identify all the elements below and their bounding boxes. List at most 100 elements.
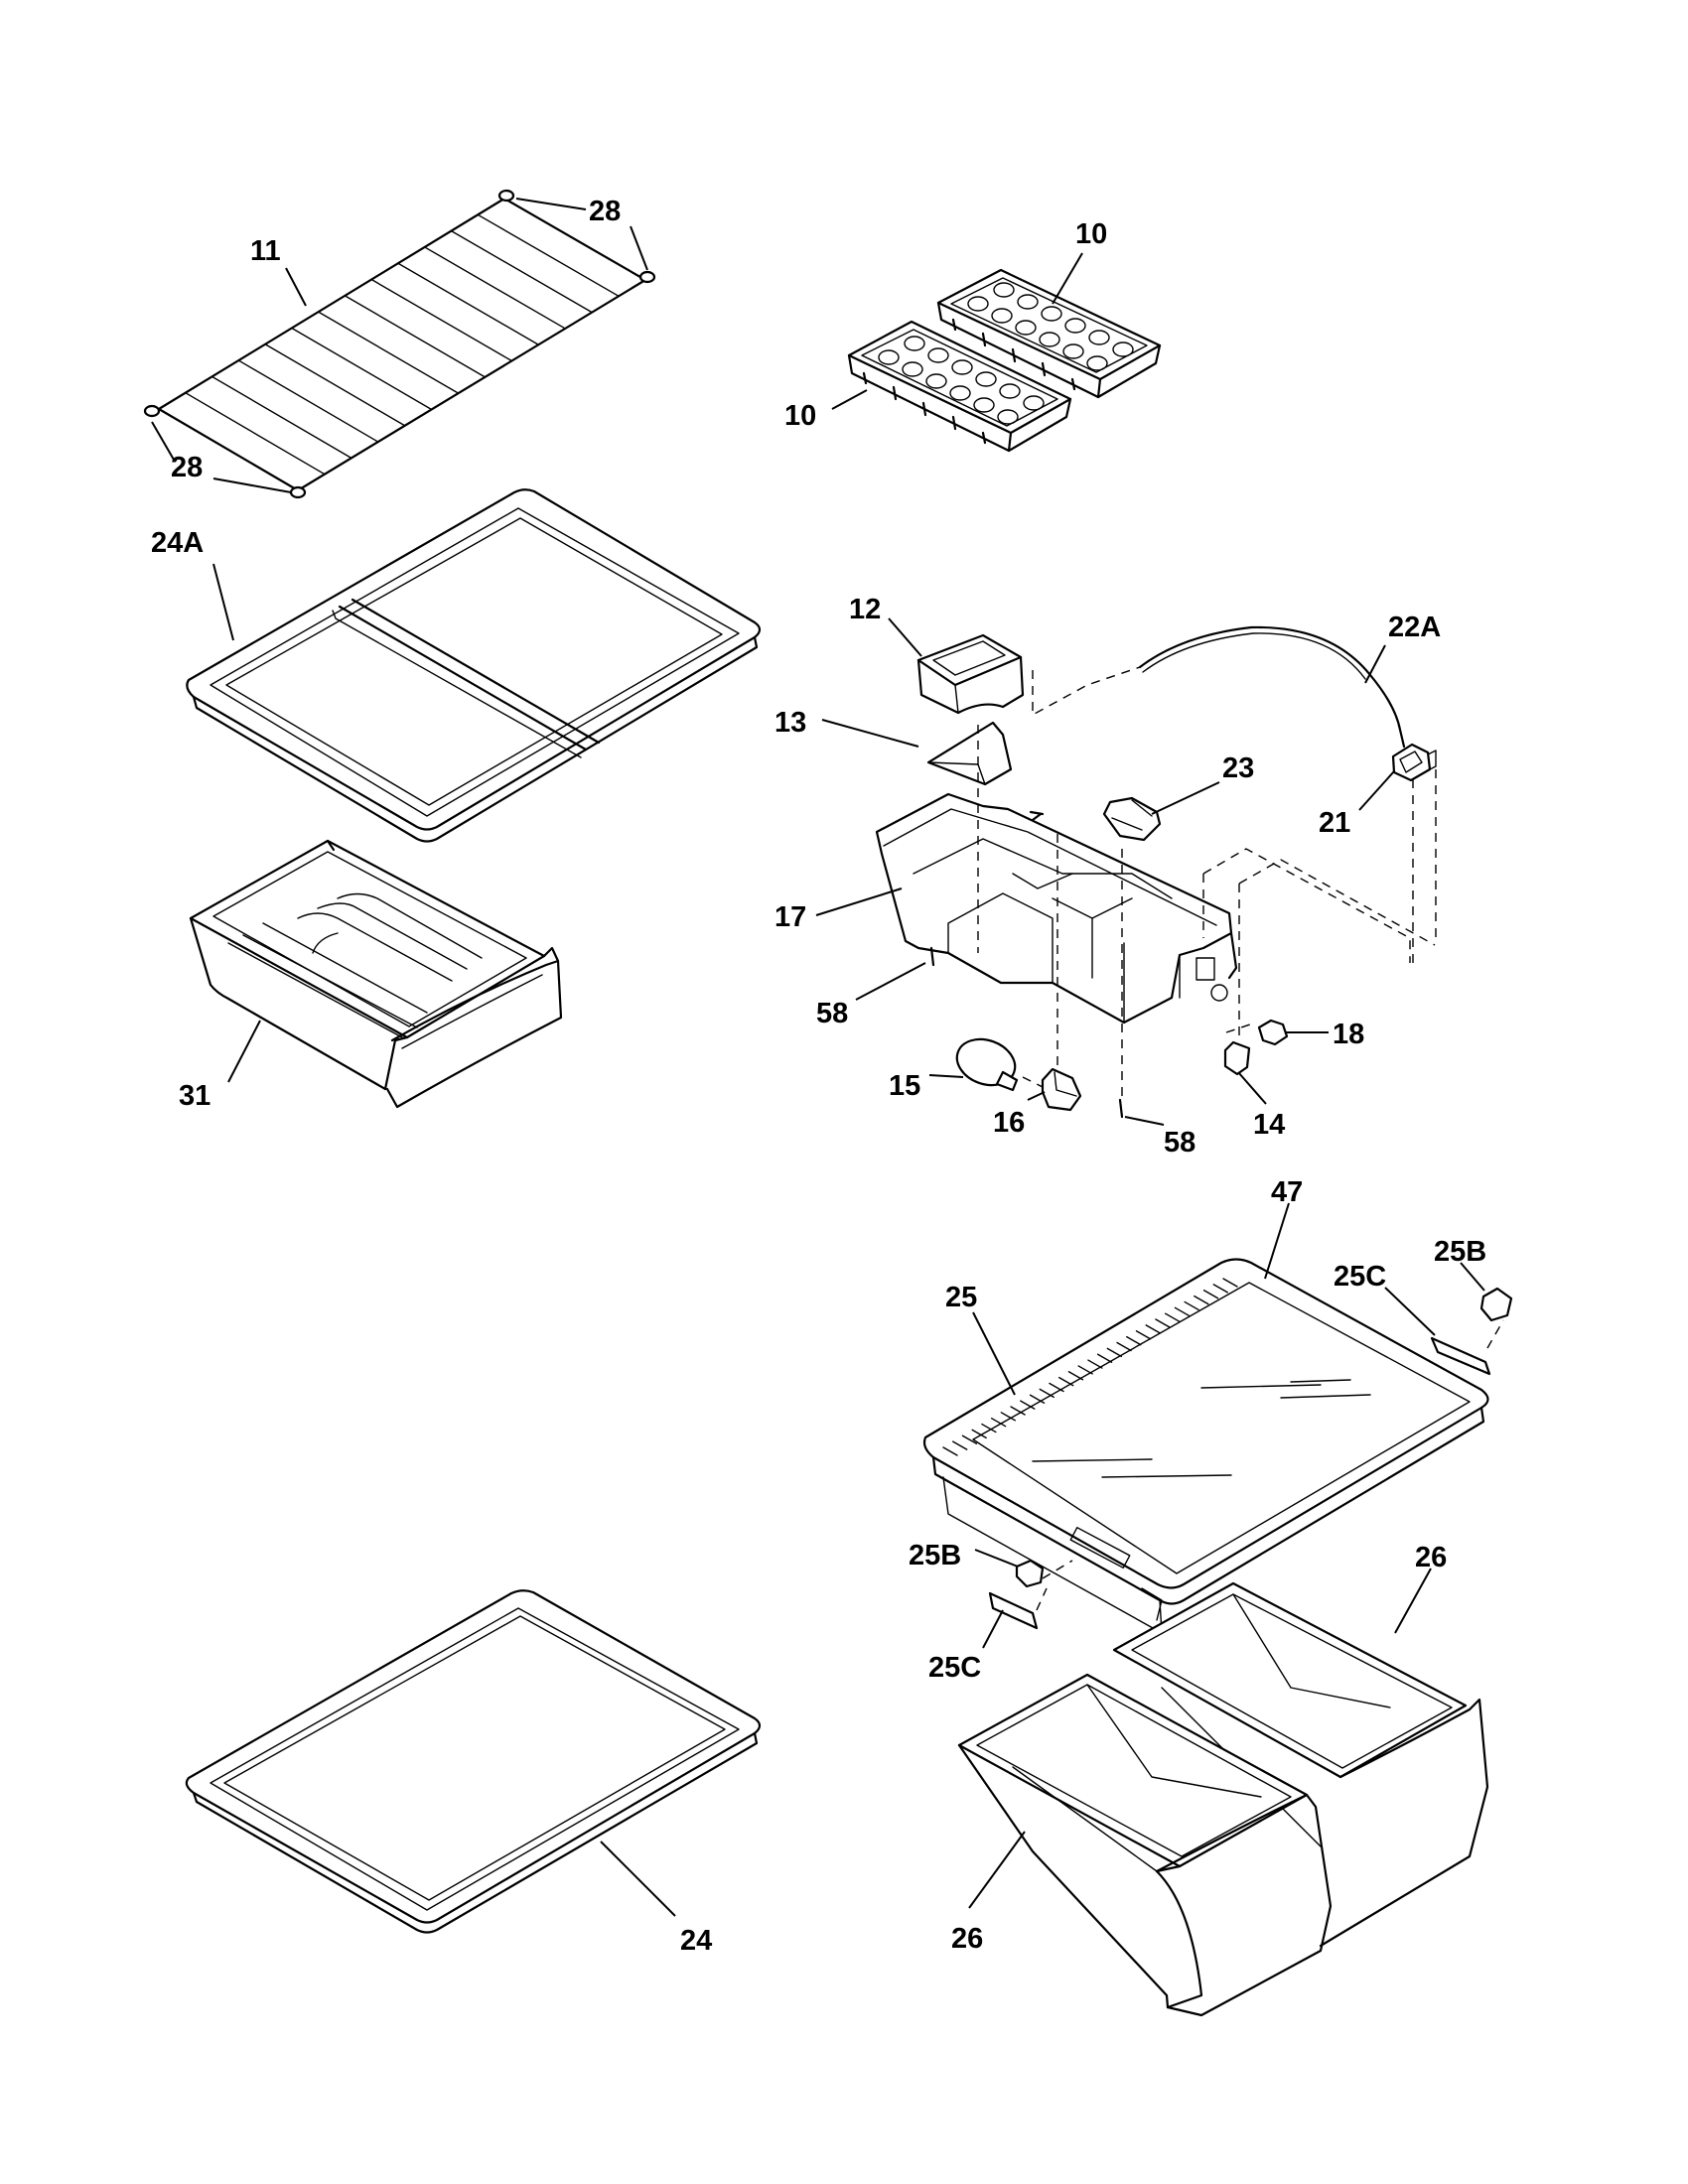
vent-slot xyxy=(1096,1353,1113,1363)
vent-slot xyxy=(1067,1371,1084,1381)
ice-cell xyxy=(1062,343,1084,359)
callout-26-top: 26 xyxy=(1415,1542,1447,1573)
vent-slot xyxy=(1212,1284,1228,1294)
ice-cell xyxy=(1088,330,1110,345)
callout-26-bottom: 26 xyxy=(951,1923,983,1955)
ice-cell xyxy=(1015,320,1037,336)
ice-cell xyxy=(967,296,989,312)
callout-10-top: 10 xyxy=(1075,218,1107,250)
vent-slot xyxy=(1106,1347,1123,1358)
ice-tray-front xyxy=(847,320,1072,453)
callout-24a: 24A xyxy=(151,527,204,559)
vent-slot xyxy=(1222,1278,1238,1288)
callout-47: 47 xyxy=(1271,1176,1303,1208)
callout-25: 25 xyxy=(945,1282,977,1313)
glass-insert-47 xyxy=(972,1282,1471,1574)
ice-cell xyxy=(927,347,949,363)
ice-cell xyxy=(951,359,973,375)
vent-slot xyxy=(990,1417,1007,1428)
vent-slot xyxy=(1010,1406,1026,1416)
ice-cell xyxy=(1017,294,1039,310)
vent-slot xyxy=(1135,1330,1152,1340)
wire-rod xyxy=(370,278,513,362)
thermostat-21 xyxy=(1391,743,1432,782)
vent-slot xyxy=(1184,1300,1199,1311)
ice-cell xyxy=(973,397,995,413)
callout-22a: 22A xyxy=(1388,612,1441,643)
ice-cell xyxy=(997,409,1019,425)
callout-17: 17 xyxy=(774,901,806,933)
ice-cell xyxy=(993,282,1015,298)
vent-slot xyxy=(961,1434,978,1444)
slide-25b xyxy=(1479,1287,1513,1322)
wire-rod xyxy=(423,246,566,330)
callout-23: 23 xyxy=(1222,752,1254,784)
callout-25c-bottom: 25C xyxy=(928,1652,981,1684)
wire-rod xyxy=(450,229,593,314)
wire-rod xyxy=(477,213,620,298)
screw-58 xyxy=(929,946,935,967)
callout-13: 13 xyxy=(774,707,806,739)
vent-slot xyxy=(1126,1335,1142,1346)
wire-rod xyxy=(291,327,433,411)
ice-cell xyxy=(1023,395,1045,411)
vent-slot xyxy=(1194,1295,1209,1305)
vent-slot xyxy=(981,1423,997,1433)
vent-slot xyxy=(1039,1388,1055,1399)
callout-25c-top: 25C xyxy=(1334,1261,1386,1293)
vent-slot xyxy=(1145,1324,1161,1334)
ice-tray-back xyxy=(936,268,1162,399)
vent-slot xyxy=(1116,1341,1132,1352)
vent-slot xyxy=(1077,1365,1093,1375)
bracket-25c xyxy=(988,1591,1039,1630)
wire-rod xyxy=(237,359,379,443)
callout-10-left: 10 xyxy=(784,400,816,432)
vent-slot xyxy=(1020,1400,1036,1410)
wire-rod xyxy=(317,311,460,394)
ice-cell xyxy=(1112,341,1134,357)
vent-slot xyxy=(942,1446,958,1456)
wire-rod xyxy=(185,391,326,476)
light-switch-14 xyxy=(1223,1040,1251,1076)
shelf-end-cap xyxy=(289,485,307,499)
bracket-25c xyxy=(1430,1336,1491,1376)
vent-slot xyxy=(1000,1412,1017,1422)
glass-shelf-24a xyxy=(186,488,762,843)
callout-24: 24 xyxy=(680,1925,712,1957)
vent-slot xyxy=(1174,1306,1191,1317)
callout-16: 16 xyxy=(993,1107,1025,1139)
vent-slot xyxy=(1057,1376,1074,1387)
vent-slot xyxy=(952,1440,968,1450)
ice-cell xyxy=(904,336,925,351)
wire-rod xyxy=(211,375,352,460)
crisper-pan-31 xyxy=(189,839,563,1109)
shelf-end-cap xyxy=(638,270,656,284)
callout-11: 11 xyxy=(250,235,281,267)
ice-cell xyxy=(949,385,971,401)
vent-slot xyxy=(1087,1359,1103,1369)
defrost-timer-23 xyxy=(1102,796,1162,842)
ice-cell xyxy=(1086,355,1108,371)
vent-slot xyxy=(1155,1318,1171,1328)
ice-cell xyxy=(991,308,1013,324)
capillary-tube-22a xyxy=(1138,625,1406,749)
ice-cell xyxy=(975,371,997,387)
glass-shelf-24 xyxy=(185,1589,762,1934)
wire-rod xyxy=(397,262,540,345)
vent-slot xyxy=(1164,1312,1181,1322)
shelf-end-cap xyxy=(497,189,515,203)
callout-58-right: 58 xyxy=(1164,1127,1196,1159)
ice-cell xyxy=(999,383,1021,399)
ice-cell xyxy=(1039,332,1060,347)
ice-cell xyxy=(925,373,947,389)
vent-slot xyxy=(971,1429,987,1439)
vent-slot xyxy=(1029,1394,1046,1404)
slide-25b xyxy=(1015,1559,1045,1588)
shelf-end-cap xyxy=(143,404,161,418)
light-bulb-15 xyxy=(955,1037,1017,1087)
callout-14: 14 xyxy=(1253,1109,1285,1141)
screw-58 xyxy=(1118,1098,1124,1119)
callout-18: 18 xyxy=(1333,1019,1364,1050)
callout-25b-bottom: 25B xyxy=(909,1540,961,1571)
